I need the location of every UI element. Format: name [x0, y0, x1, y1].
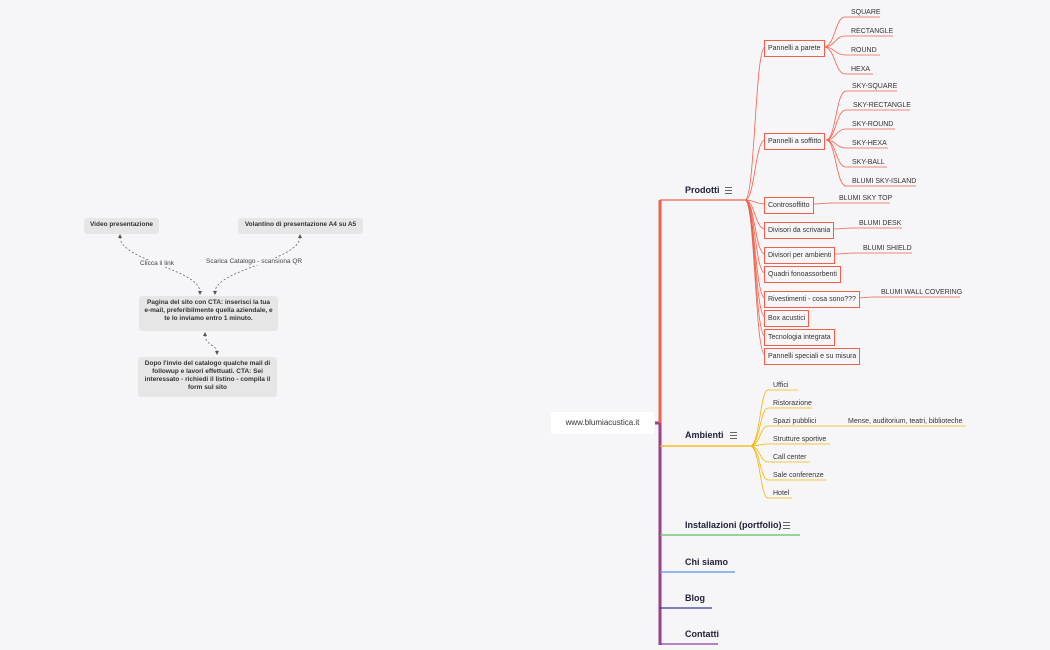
branch-installazioni[interactable]: Installazioni (portfolio): [685, 520, 782, 530]
branch-prodotti[interactable]: Prodotti: [685, 185, 720, 195]
node-sky-hexa[interactable]: SKY-HEXA: [852, 140, 887, 147]
flow-label-clicca: Clicca il link: [140, 260, 174, 267]
node-strutture-sportive[interactable]: Strutture sportive: [773, 436, 827, 443]
node-speciali[interactable]: Pannelli speciali e su misura: [764, 348, 861, 365]
branch-chi-siamo[interactable]: Chi siamo: [685, 557, 729, 567]
node-rivestimenti[interactable]: Rivestimenti - cosa sono???: [764, 291, 860, 308]
flow-label-scarica: Scarica Catalogo - scansiona QR: [206, 258, 303, 265]
node-sky-top[interactable]: BLUMI SKY TOP: [839, 195, 893, 202]
node-square[interactable]: SQUARE: [851, 9, 881, 16]
node-blumi-shield[interactable]: BLUMI SHIELD: [863, 245, 912, 252]
node-sky-ball[interactable]: SKY-BALL: [852, 159, 885, 166]
branch-contatti[interactable]: Contatti: [685, 629, 719, 639]
root-node[interactable]: www.blumiacustica.it: [551, 412, 654, 434]
branch-blog[interactable]: Blog: [685, 593, 705, 603]
node-round[interactable]: ROUND: [851, 47, 877, 54]
node-rectangle[interactable]: RECTANGLE: [851, 28, 894, 35]
node-controsoffitto[interactable]: Controsoffitto: [764, 197, 814, 214]
node-wall-covering[interactable]: BLUMI WALL COVERING: [881, 289, 963, 296]
node-divisori-scrivania[interactable]: Divisori da scrivania: [764, 222, 835, 239]
node-divisori-ambienti[interactable]: Divisori per ambienti: [764, 247, 836, 264]
flow-volantino[interactable]: Volantino di presentazione A4 su A5: [238, 218, 363, 234]
node-quadri[interactable]: Quadri fonoassorbenti: [764, 266, 841, 283]
notes-icon[interactable]: [783, 522, 790, 529]
node-uffici[interactable]: Uffici: [773, 382, 789, 389]
node-sky-square[interactable]: SKY-SQUARE: [852, 83, 898, 90]
flow-dopo[interactable]: Dopo l'invio del catalogo qualche mail d…: [138, 357, 277, 397]
node-call-center[interactable]: Call center: [773, 454, 807, 461]
node-hotel[interactable]: Hotel: [773, 490, 790, 497]
node-blumi-desk[interactable]: BLUMI DESK: [859, 220, 902, 227]
node-pannelli-soffitto[interactable]: Pannelli a soffitto: [764, 133, 826, 150]
node-sale-conferenze[interactable]: Sale conferenze: [773, 472, 824, 479]
flow-video[interactable]: Video presentazione: [84, 218, 159, 234]
node-hexa[interactable]: HEXA: [851, 66, 871, 73]
node-box-acustici[interactable]: Box acustici: [764, 310, 810, 327]
node-tecnologia[interactable]: Tecnologia integrata: [764, 329, 835, 346]
node-spazi-detail[interactable]: Mense, auditorium, teatri, biblioteche: [848, 418, 963, 425]
node-pannelli-parete[interactable]: Pannelli a parete: [764, 40, 825, 57]
node-sky-round[interactable]: SKY-ROUND: [852, 121, 894, 128]
node-sky-rectangle[interactable]: SKY-RECTANGLE: [853, 102, 911, 109]
node-spazi-pubblici[interactable]: Spazi pubblici: [773, 418, 817, 425]
notes-icon[interactable]: [730, 432, 737, 439]
flow-pagina[interactable]: Pagina del sito con CTA: inserisci la tu…: [139, 296, 278, 331]
notes-icon[interactable]: [725, 187, 732, 194]
node-sky-island[interactable]: BLUMI SKY-ISLAND: [852, 178, 917, 185]
node-ristorazione[interactable]: Ristorazione: [773, 400, 812, 407]
branch-ambienti[interactable]: Ambienti: [685, 430, 724, 440]
